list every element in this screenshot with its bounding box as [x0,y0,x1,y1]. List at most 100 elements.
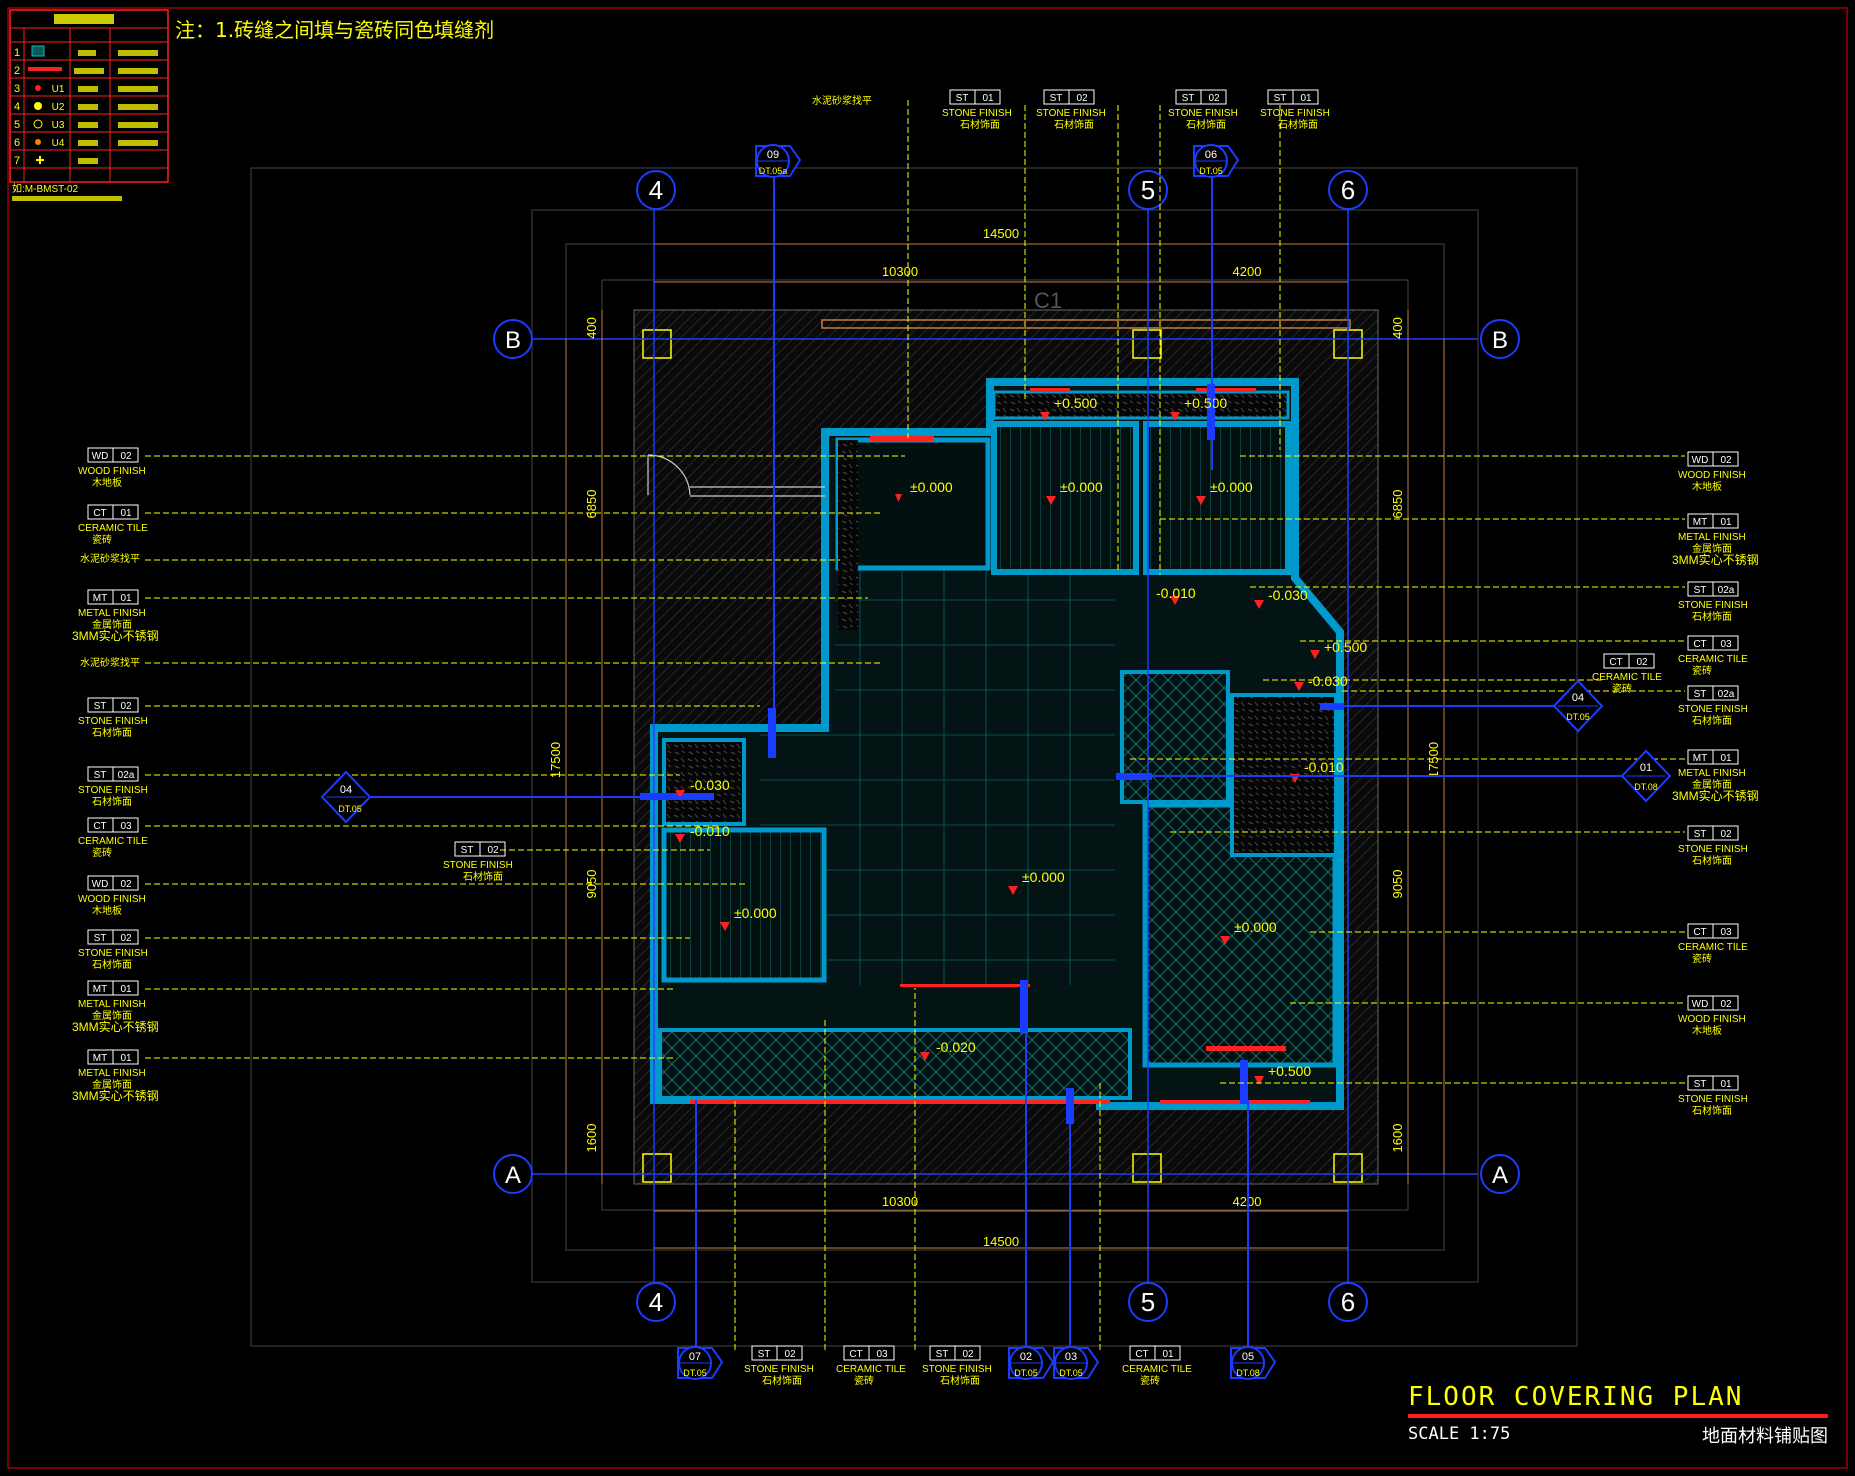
svg-text:3MM实心不锈钢: 3MM实心不锈钢 [72,628,159,643]
svg-text:±0.000: ±0.000 [1234,919,1277,935]
dim-bot-height-right: 1600 [1390,1124,1405,1153]
level-marker-corridor: -0.020 [920,1039,976,1061]
svg-text:水泥砂浆找平: 水泥砂浆找平 [80,552,140,565]
svg-text:STONE FINISH: STONE FINISH [744,1364,814,1375]
level-marker-bedroom-right: ±0.000 [1220,919,1277,945]
section-mark-02: 02 DT.05 [1008,1346,1055,1380]
svg-text:WOOD FINISH: WOOD FINISH [1678,1014,1746,1025]
dim-total-height-right: 17500 [1426,742,1441,778]
dim-right-width-top: 4200 [1233,264,1262,279]
svg-text:03: 03 [120,821,132,832]
svg-text:DT.05: DT.05 [1566,712,1590,722]
legend-row-6: 6 [14,137,20,149]
svg-text:STONE FINISH: STONE FINISH [1036,108,1106,119]
section-mark-01: 01 DT.08 [1620,749,1672,803]
svg-text:CERAMIC TILE: CERAMIC TILE [78,523,148,534]
svg-text:04: 04 [1572,692,1584,704]
dim-bot-height-left: 1600 [584,1124,599,1153]
left-tag-mortar-01: 水泥砂浆找平 [80,552,140,565]
svg-text:石材饰面: 石材饰面 [1278,118,1318,131]
svg-text:DT.05: DT.05 [1059,1368,1083,1378]
svg-text:金属饰面: 金属饰面 [92,618,132,631]
svg-text:02: 02 [120,451,132,462]
svg-text:STONE FINISH: STONE FINISH [78,716,148,727]
level-marker-balcony-2: +0.500 [1170,395,1227,421]
svg-text:CERAMIC TILE: CERAMIC TILE [1122,1364,1192,1375]
svg-text:木地板: 木地板 [92,476,122,489]
grid-bubble-6-bottom: 6 [1328,1282,1368,1322]
level-marker-entry: ±0.000 [895,479,953,502]
level-marker-living: ±0.000 [1008,869,1065,895]
svg-text:STONE FINISH: STONE FINISH [1678,844,1748,855]
svg-text:A: A [505,1162,521,1189]
svg-text:07: 07 [689,1351,701,1363]
svg-text:木地板: 木地板 [1692,1024,1722,1037]
svg-text:4: 4 [649,175,663,205]
svg-text:METAL FINISH: METAL FINISH [78,1068,146,1079]
stone-strip-top [992,390,1290,420]
svg-text:STONE FINISH: STONE FINISH [78,948,148,959]
svg-text:CERAMIC TILE: CERAMIC TILE [1678,654,1748,665]
svg-text:-0.010: -0.010 [690,823,730,839]
dim-mid-height-right: 9050 [1390,870,1405,899]
svg-text:WD: WD [92,451,109,462]
grid-bubble-5-bottom: 5 [1128,1282,1168,1322]
svg-text:STONE FINISH: STONE FINISH [942,108,1012,119]
svg-text:ST: ST [1050,93,1063,104]
svg-text:STONE FINISH: STONE FINISH [922,1364,992,1375]
section-cut-lines [355,165,1630,1350]
section-mark-04-right: 04 DT.05 [1552,679,1604,733]
legend-row-1: 1 [14,47,20,59]
legend-row-5: 5 [14,119,20,131]
svg-text:WD: WD [92,879,109,890]
svg-text:STONE FINISH: STONE FINISH [1678,704,1748,715]
svg-text:02: 02 [1076,93,1088,104]
section-mark-06: 06 DT.05 [1193,144,1240,178]
svg-text:±0.000: ±0.000 [910,479,953,495]
svg-text:02: 02 [1636,657,1648,668]
bedroom-wood-1 [991,421,1139,575]
legend-row-2: 2 [14,65,20,77]
level-marker-bedroom-1: ±0.000 [1046,479,1103,505]
svg-text:木地板: 木地板 [92,904,122,917]
svg-text:03: 03 [876,1349,888,1360]
svg-text:MT: MT [93,593,107,604]
grid-bubble-a-right: A [1480,1154,1520,1194]
svg-text:02: 02 [784,1349,796,1360]
svg-text:03: 03 [1720,927,1732,938]
svg-text:DT.08: DT.08 [1236,1368,1260,1378]
svg-text:石材饰面: 石材饰面 [960,118,1000,131]
svg-text:02: 02 [120,879,132,890]
svg-text:ST: ST [758,1349,771,1360]
bedroom-wood-2 [1143,421,1291,575]
herringbone-room-small [1120,670,1230,804]
svg-text:MT: MT [93,984,107,995]
svg-text:瓷砖: 瓷砖 [92,533,112,546]
svg-text:WOOD FINISH: WOOD FINISH [1678,470,1746,481]
svg-text:-0.020: -0.020 [936,1039,976,1055]
svg-text:-0.010: -0.010 [1304,759,1344,775]
svg-text:01: 01 [120,593,132,604]
svg-text:±0.000: ±0.000 [1060,479,1103,495]
svg-text:MT: MT [1693,753,1707,764]
svg-text:01: 01 [1720,1079,1732,1090]
svg-text:01: 01 [1720,753,1732,764]
floor-tile-grid [760,554,1115,985]
svg-text:5: 5 [1141,1287,1155,1317]
svg-text:瓷砖: 瓷砖 [92,846,112,859]
room-top-left [835,437,991,571]
grid-bubble-a-left: A [493,1154,533,1194]
svg-text:DT.05a: DT.05a [759,166,788,176]
svg-text:+0.500: +0.500 [1184,395,1227,411]
svg-text:水泥砂浆找平: 水泥砂浆找平 [812,94,872,107]
